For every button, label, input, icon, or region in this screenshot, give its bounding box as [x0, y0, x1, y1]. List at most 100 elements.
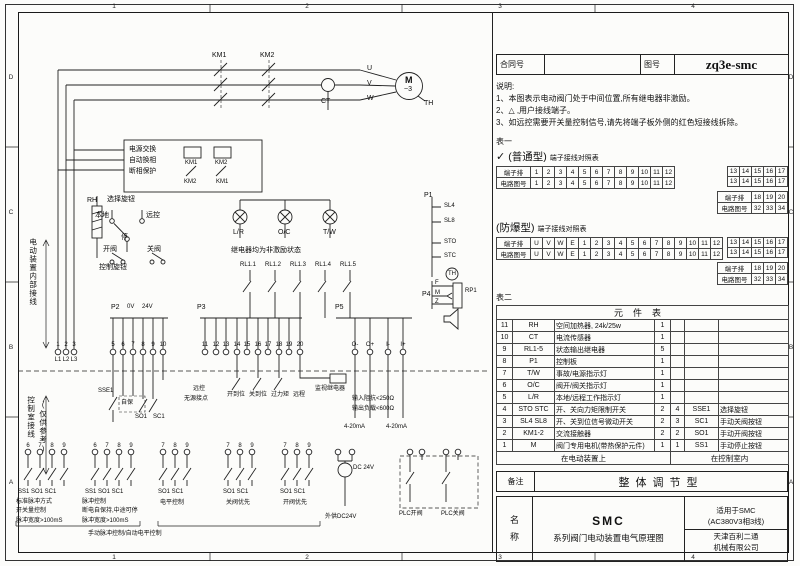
- zone-label: D: [8, 74, 14, 81]
- contract-no-label: 合同号: [496, 54, 545, 75]
- note-item: 3、如远控需要开关量控制信号,请先将端子板外侧的红色短接线拆除。: [496, 118, 743, 127]
- table1-label: 表一: [496, 137, 512, 146]
- selector-switch: [109, 210, 145, 252]
- component-table-footer-left: 在电动装置上: [496, 451, 671, 465]
- terminal-circles: [24, 348, 462, 456]
- remark-value: 整体调节型: [618, 476, 704, 489]
- km1-coil: [183, 146, 202, 159]
- notes-heading: 说明:: [496, 82, 515, 91]
- connector-p1: [431, 197, 459, 281]
- remark-block: 备注 整体调节型: [496, 471, 788, 492]
- company-block: 适用于SMC (AC380V3相3线) 天津百利二通 机械有限公司: [685, 497, 787, 561]
- power-circuit: [57, 60, 426, 350]
- drawing-no-value: zq3e-smc: [674, 54, 789, 75]
- zone-label: 3: [498, 554, 502, 561]
- company-line2: 机械有限公司: [713, 543, 759, 553]
- company-line1: 天津百利二通: [685, 529, 787, 542]
- motor-symbol: [395, 72, 423, 100]
- zone-label: 2: [305, 3, 309, 10]
- zone-ticks: [5, 4, 794, 561]
- zone-label: B: [8, 344, 14, 351]
- zone-label: A: [8, 479, 14, 486]
- drawing-title: SMC 系列阀门电动装置电气原理图: [533, 497, 685, 561]
- indicator-lamps: [232, 199, 338, 238]
- remark-label: 备注: [497, 472, 535, 491]
- dc24v-source: [337, 455, 353, 506]
- right-column: 合同号 图号 zq3e-smc 说明: 1、本图表示电动阀门处于中间位置,所有继…: [495, 54, 790, 562]
- note-item: 2、△ ,用户接线端子。: [496, 106, 576, 115]
- heater-rh: [91, 196, 103, 258]
- component-table-footer-right: 在控制室内: [669, 451, 790, 465]
- zone-label: 2: [305, 554, 309, 561]
- monitor-relay-coil: [329, 373, 347, 384]
- km2-contacts: [261, 62, 276, 107]
- note-item: 1、本图表示电动阀门处于中间位置,所有继电器非激励。: [496, 94, 695, 103]
- zone-label: D: [788, 74, 794, 81]
- notes-block: 说明: 1、本图表示电动阀门处于中间位置,所有继电器非激励。 2、△ ,用户接线…: [496, 81, 788, 129]
- zone-label: B: [788, 344, 794, 351]
- zone-label: 1: [112, 554, 116, 561]
- buzzer-icon: [443, 308, 459, 330]
- relay-contacts: [242, 270, 352, 318]
- contract-no-value: [544, 54, 641, 75]
- thermal-switch: [445, 267, 459, 281]
- below-terminal-wiring: [108, 355, 404, 422]
- applicable-line1: 适用于SMC: [716, 505, 756, 515]
- exproof-type-heading: (防爆型) 端子接线对照表: [496, 220, 788, 235]
- exproof-type-title: (防爆型): [496, 222, 535, 234]
- km1-contacts: [213, 62, 228, 107]
- applicable-line2: (AC380V3相3线): [707, 516, 765, 526]
- drawing-header: 合同号 图号 zq3e-smc: [496, 54, 789, 75]
- zone-label: C: [788, 209, 794, 216]
- km2-coil: [213, 146, 232, 159]
- zone-label: 3: [498, 3, 502, 10]
- zone-label: A: [788, 479, 794, 486]
- bottom-group-wiring: [15, 455, 321, 527]
- product-name: SMC: [592, 514, 625, 528]
- inner-frame: [18, 12, 789, 553]
- control-buttons: [109, 252, 166, 265]
- zone-label: C: [8, 209, 14, 216]
- outer-border: [5, 4, 794, 561]
- check-mark-icon: ✓: [496, 151, 506, 163]
- exproof-type-subtitle: 端子接线对照表: [537, 226, 587, 233]
- drawing-description: 系列阀门电动装置电气原理图: [553, 533, 664, 543]
- connector-bars: [110, 317, 412, 349]
- table2-label: 表二: [496, 293, 512, 302]
- drawing-no-label: 图号: [640, 54, 675, 75]
- margin-arrows: [42, 239, 50, 475]
- title-block: 名 称 SMC 系列阀门电动装置电气原理图 适用于SMC (AC380V3相3线…: [496, 496, 788, 562]
- zone-label: 4: [691, 554, 695, 561]
- current-transformer: [321, 78, 335, 92]
- connector-p4-rp1: [431, 281, 463, 309]
- zone-label: 4: [691, 3, 695, 10]
- normal-type-subtitle: 端子接线对照表: [549, 155, 599, 162]
